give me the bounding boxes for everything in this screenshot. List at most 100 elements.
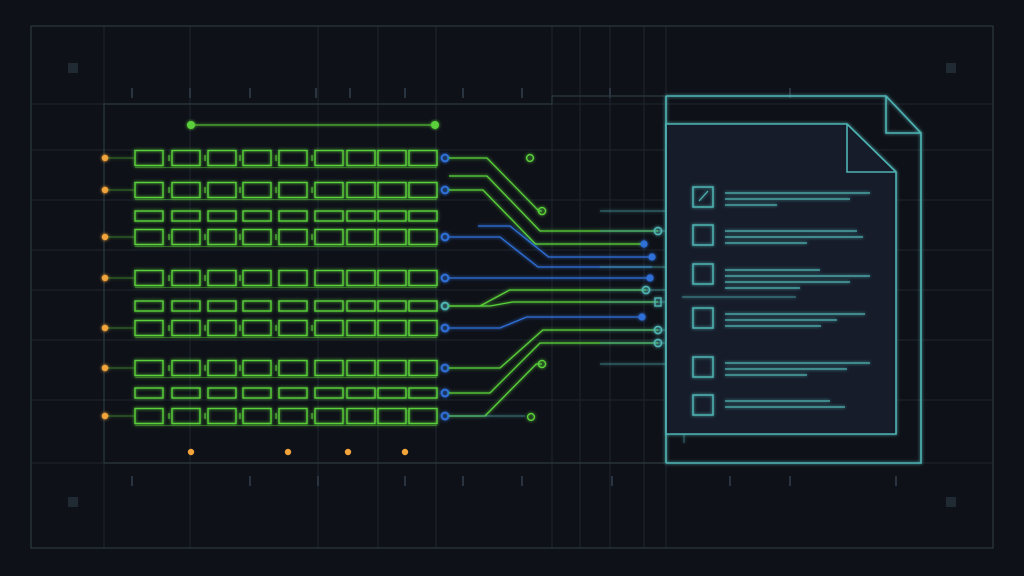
input-node [101,364,109,372]
matrix-cell [171,319,201,337]
checkbox-icon [692,186,714,208]
matrix-cell [171,269,201,287]
checkmark-icon [698,190,709,202]
matrix-cell [242,210,272,222]
matrix-cell [134,300,164,312]
matrix-cell [171,228,201,246]
connector-end [648,253,656,261]
corner-marker [946,63,956,73]
matrix-cell [207,149,237,167]
matrix-cell [242,359,272,377]
matrix-cell [207,407,237,425]
document-icon [665,95,922,464]
panel-frame [103,95,666,463]
matrix-cell [207,228,237,246]
matrix-cell [134,387,164,399]
connector-wires [449,153,666,422]
corner-markers [68,63,956,507]
matrix-cell [314,359,344,377]
matrix-cell [242,269,272,287]
matrix-cell [346,300,376,312]
matrix-cell [408,228,438,246]
checkbox-icon [692,224,714,246]
matrix-cell [242,181,272,199]
outer-frame [30,25,994,549]
matrix-cell [408,300,438,312]
matrix-cell [408,387,438,399]
matrix-cell [314,269,344,287]
corner-marker [68,497,78,507]
input-node [101,233,109,241]
matrix-cell [278,319,308,337]
matrix-cell [314,387,344,399]
matrix-cell [278,210,308,222]
matrix-cell [171,149,201,167]
matrix-cell [314,319,344,337]
matrix-cell [346,407,376,425]
matrix-cell [171,387,201,399]
output-port [440,273,450,283]
matrix-cell [346,359,376,377]
matrix-cell [171,359,201,377]
matrix-cell [314,228,344,246]
input-node [101,324,109,332]
matrix-cell [408,407,438,425]
matrix-cell [346,181,376,199]
matrix-cell [207,387,237,399]
matrix-cell [171,210,201,222]
matrix-cell [134,407,164,425]
matrix-cell [377,319,407,337]
input-node [101,412,109,420]
top-bus [187,121,439,129]
output-port [440,411,450,421]
matrix-cell [134,319,164,337]
input-node [101,154,109,162]
matrix-cell [278,181,308,199]
bottom-node [284,448,292,456]
matrix-cell [346,387,376,399]
output-port [440,232,450,242]
input-node [101,186,109,194]
matrix-cell [278,149,308,167]
bottom-nodes [187,448,409,456]
matrix-cell [207,300,237,312]
output-port [440,323,450,333]
matrix-cell [377,387,407,399]
output-port [440,363,450,373]
matrix-cell [278,387,308,399]
matrix-cell [346,228,376,246]
matrix-cell [346,319,376,337]
bottom-node [401,448,409,456]
matrix-cell [207,181,237,199]
matrix-cell [134,149,164,167]
matrix-cell [314,149,344,167]
matrix-cell [377,228,407,246]
connector-end [640,240,648,248]
checkbox-icon [692,394,714,416]
document-front-fold [846,124,896,173]
output-port [440,185,450,195]
matrix-cell [314,181,344,199]
connector-end [638,313,646,321]
matrix-cell [134,228,164,246]
document-front-page [665,123,897,435]
connector-wire [449,342,658,394]
matrix-cell [242,300,272,312]
matrix-cell [207,359,237,377]
matrix-cell [134,181,164,199]
document-back-fold [885,96,921,134]
matrix-cell [377,149,407,167]
connector-end [537,206,547,216]
open-node [526,412,536,422]
matrix-cell [408,210,438,222]
bottom-node [187,448,195,456]
matrix-cell [408,149,438,167]
input-node [101,274,109,282]
matrix-cell [242,228,272,246]
matrix-cell [242,149,272,167]
matrix-cell [314,300,344,312]
matrix-cell [377,359,407,377]
connector-end [646,274,654,282]
data-matrix [101,149,450,426]
